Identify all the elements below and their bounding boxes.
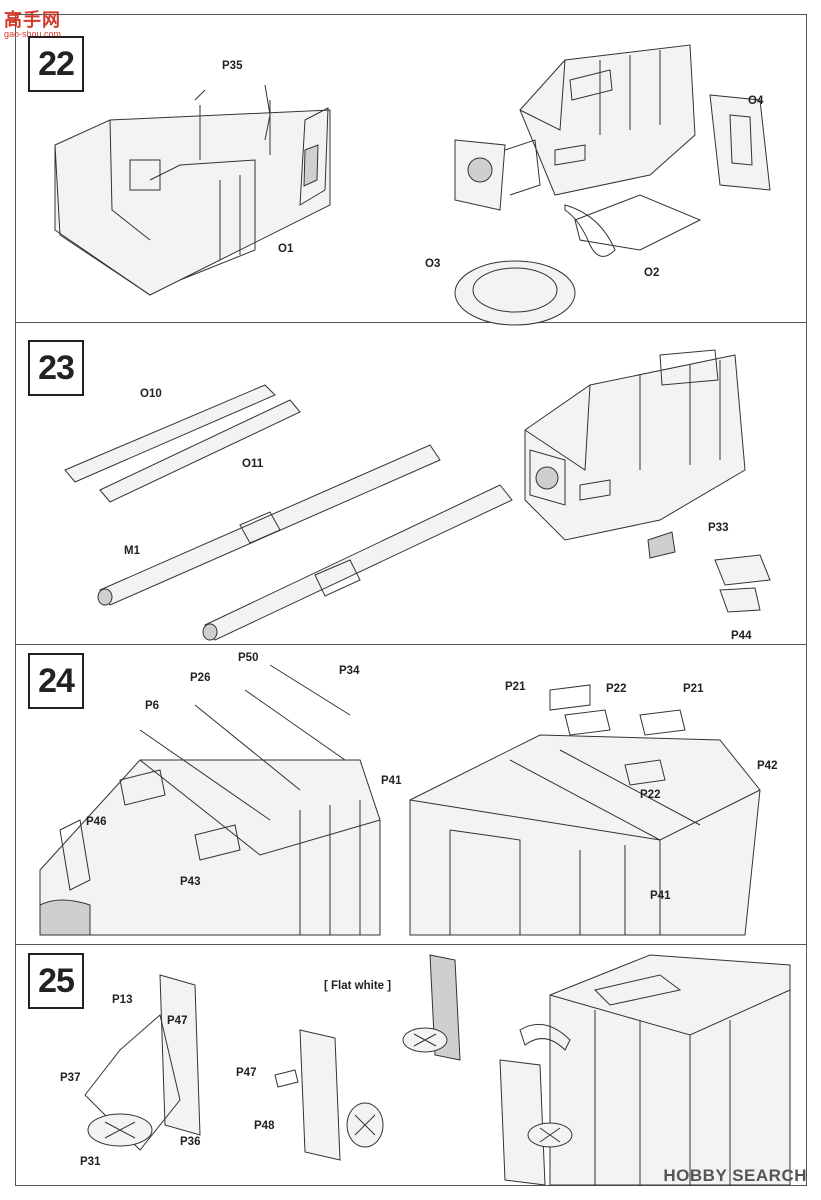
part-label: P41 bbox=[650, 890, 671, 902]
part-label: P47 bbox=[167, 1015, 188, 1027]
step-number-25: 25 bbox=[28, 953, 84, 1009]
part-label: P34 bbox=[339, 665, 360, 677]
part-label: P44 bbox=[731, 630, 752, 642]
part-label: P6 bbox=[145, 700, 160, 712]
part-label: P31 bbox=[80, 1156, 101, 1168]
step22-turret-drawing bbox=[455, 45, 770, 325]
paint-note: [ Flat white ] bbox=[324, 980, 392, 992]
part-label: O4 bbox=[748, 95, 764, 107]
step-number-22: 22 bbox=[28, 36, 84, 92]
step23-barrel-drawing bbox=[65, 385, 512, 640]
watermark-chars: 高手网 bbox=[4, 10, 61, 30]
site-watermark: 高手网 gao-shou.com bbox=[4, 6, 61, 39]
part-label: O10 bbox=[140, 388, 162, 400]
part-label: O2 bbox=[644, 267, 660, 279]
part-label: P41 bbox=[381, 775, 402, 787]
part-label: P46 bbox=[86, 816, 107, 828]
step22-chassis-drawing bbox=[55, 85, 330, 295]
part-label: P48 bbox=[254, 1120, 275, 1132]
part-label: O1 bbox=[278, 243, 294, 255]
part-label: O3 bbox=[425, 258, 441, 270]
section-divider bbox=[15, 944, 807, 945]
part-label: P21 bbox=[505, 681, 526, 693]
part-label: P43 bbox=[180, 876, 201, 888]
step25-hull-drawing bbox=[500, 955, 790, 1185]
step25-hatch-drawing bbox=[85, 955, 460, 1160]
part-label: P36 bbox=[180, 1136, 201, 1148]
step24-hull-right-drawing bbox=[410, 685, 760, 935]
step24-hull-left-drawing bbox=[40, 665, 380, 935]
part-label: P50 bbox=[238, 652, 259, 664]
part-label: P42 bbox=[757, 760, 778, 772]
part-label: P35 bbox=[222, 60, 243, 72]
part-label: M1 bbox=[124, 545, 140, 557]
part-label: P33 bbox=[708, 522, 729, 534]
part-label: O11 bbox=[242, 458, 264, 470]
step23-turret-drawing bbox=[525, 350, 770, 612]
watermark-sub: gao-shou.com bbox=[4, 29, 62, 39]
step-number-23: 23 bbox=[28, 340, 84, 396]
part-label: P22 bbox=[640, 789, 661, 801]
section-divider bbox=[15, 322, 807, 323]
part-label: P21 bbox=[683, 683, 704, 695]
step-number-24: 24 bbox=[28, 653, 84, 709]
part-label: P22 bbox=[606, 683, 627, 695]
hobby-search-watermark: HOBBY SEARCH bbox=[663, 1166, 807, 1185]
instruction-frame bbox=[15, 14, 807, 1186]
section-divider bbox=[15, 644, 807, 645]
part-label: P13 bbox=[112, 994, 133, 1006]
part-label: P37 bbox=[60, 1072, 81, 1084]
part-label: P26 bbox=[190, 672, 211, 684]
part-label: P47 bbox=[236, 1067, 257, 1079]
